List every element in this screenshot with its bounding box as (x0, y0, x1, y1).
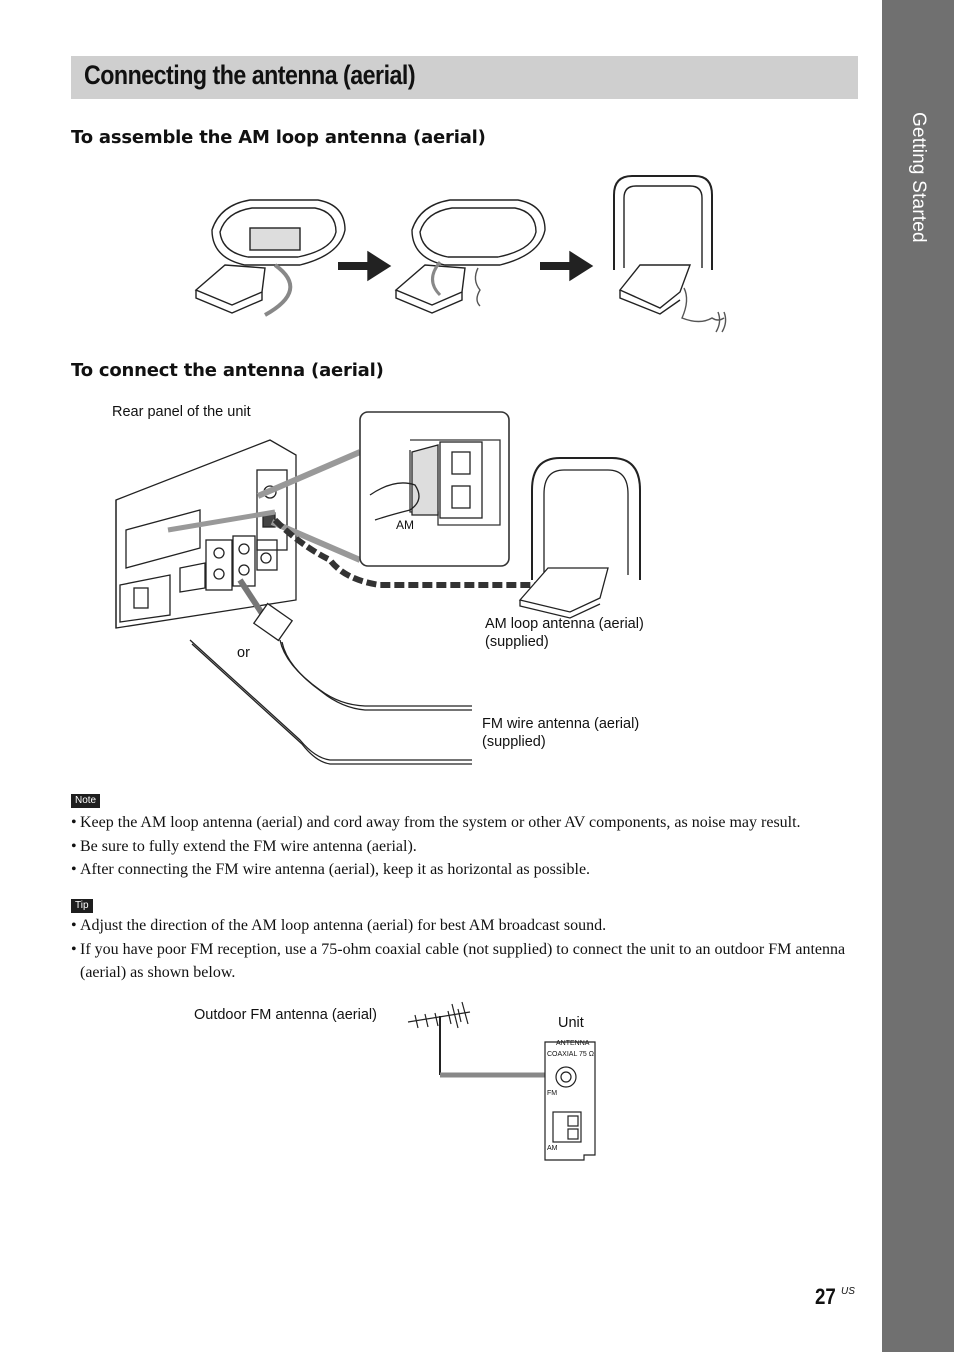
am-loop-label-line1: AM loop antenna (aerial) (485, 616, 644, 632)
note-item: Be sure to fully extend the FM wire ante… (71, 835, 861, 859)
unit-rear-panel (115, 439, 297, 629)
side-tab (882, 0, 954, 1352)
note-item: Keep the AM loop antenna (aerial) and co… (71, 811, 861, 835)
note-tag: Note (71, 794, 101, 808)
title-bar (71, 56, 858, 99)
or-label: or (237, 645, 250, 661)
fm-wire-antenna (189, 578, 472, 765)
tip-list: Adjust the direction of the AM loop ante… (71, 914, 861, 985)
connect-heading: To connect the antenna (aerial) (71, 360, 384, 381)
unit-antenna-panel (544, 1041, 596, 1161)
unit-label: Unit (558, 1015, 584, 1031)
note-list: Keep the AM loop antenna (aerial) and co… (71, 811, 861, 882)
note-item: After connecting the FM wire antenna (ae… (71, 858, 861, 882)
tip-tag: Tip (71, 899, 93, 913)
page-title: Connecting the antenna (aerial) (84, 60, 416, 90)
fm-wire-label: FM wire antenna (aerial) (supplied) (482, 715, 639, 751)
am-loop-label-line2: (supplied) (485, 634, 549, 650)
coaxial-label: COAXIAL 75 Ω (547, 1051, 594, 1058)
outdoor-antenna-icon (407, 1001, 471, 1075)
page-region-suffix: US (841, 1286, 855, 1297)
loop-antenna-step2 (394, 199, 546, 314)
tip-item: If you have poor FM reception, use a 75-… (71, 938, 850, 985)
fm-terminal-label: FM (547, 1090, 558, 1097)
loop-antenna-assembled (613, 175, 727, 333)
assemble-heading: To assemble the AM loop antenna (aerial) (71, 127, 486, 148)
page-number: 27 (815, 1284, 836, 1309)
fm-wire-label-line1: FM wire antenna (aerial) (482, 716, 640, 732)
tip-item: Adjust the direction of the AM loop ante… (71, 914, 861, 938)
outdoor-antenna-label: Outdoor FM antenna (aerial) (194, 1007, 377, 1023)
fm-wire-label-line2: (supplied) (482, 734, 546, 750)
am-loop-label: AM loop antenna (aerial) (supplied) (485, 615, 644, 651)
am-terminal-label: AM (547, 1145, 558, 1152)
antenna-panel-title: ANTENNA (556, 1040, 590, 1047)
side-tab-label: Getting Started (908, 112, 929, 243)
am-loop-antenna (518, 457, 641, 619)
loop-antenna-step1 (194, 199, 346, 317)
am-zoom-label: AM (396, 518, 414, 532)
rear-panel-label: Rear panel of the unit (112, 404, 251, 420)
am-terminal-zoom (359, 411, 510, 567)
